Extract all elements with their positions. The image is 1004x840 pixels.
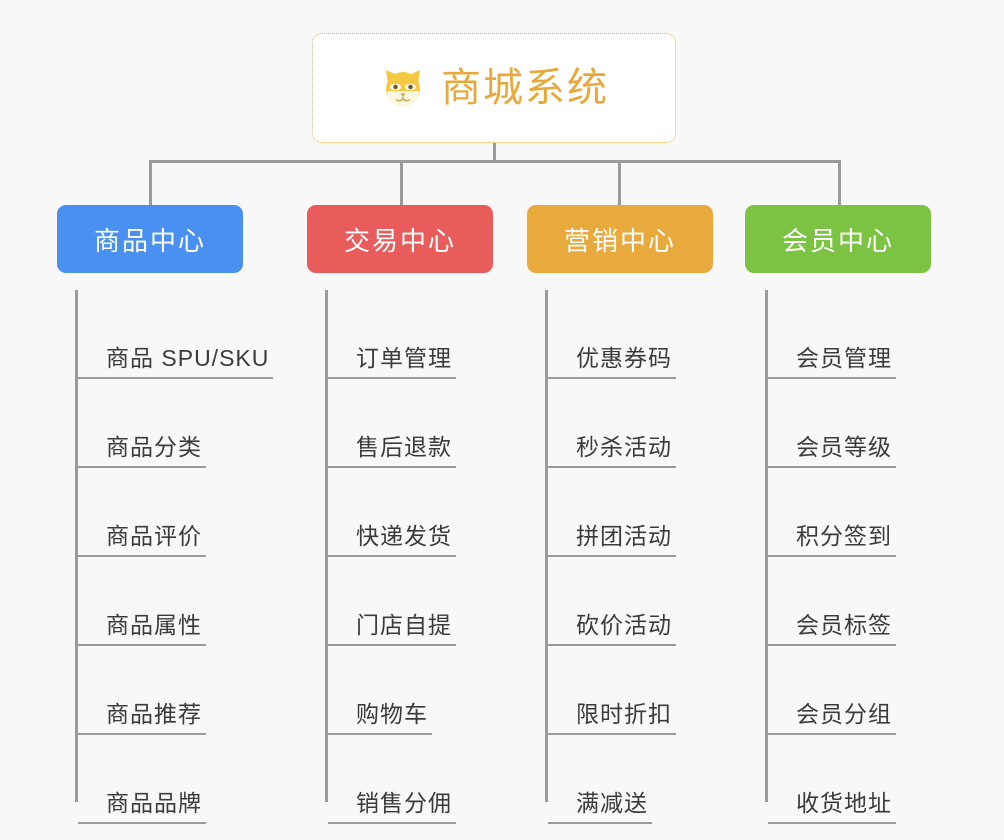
leaf-label: 购物车 [328, 701, 432, 735]
leaf-label: 会员管理 [768, 345, 896, 379]
branch-box-1[interactable]: 商品中心 [57, 205, 243, 273]
list-item[interactable]: 满减送 [548, 735, 652, 824]
leaf-label: 商品评价 [78, 523, 206, 557]
list-item[interactable]: 积分签到 [768, 468, 896, 557]
leaf-label: 商品属性 [78, 612, 206, 646]
leaf-label: 满减送 [548, 790, 652, 824]
list-item[interactable]: 门店自提 [328, 557, 456, 646]
list-item[interactable]: 商品推荐 [78, 646, 206, 735]
branch-label-1: 商品中心 [93, 225, 206, 256]
shiba-dog-face-icon [379, 64, 427, 112]
branch-label-4: 会员中心 [781, 225, 894, 256]
root-title: 商城系统 [441, 66, 609, 110]
leaf-label: 限时折扣 [548, 701, 676, 735]
list-item[interactable]: 商品 SPU/SKU [78, 290, 274, 379]
leaf-label: 积分签到 [768, 523, 896, 557]
list-item[interactable]: 拼团活动 [548, 468, 676, 557]
list-item[interactable]: 商品分类 [78, 379, 206, 468]
list-item[interactable]: 商品评价 [78, 468, 206, 557]
leaf-trunk-2 [325, 290, 328, 802]
leaf-label: 会员等级 [768, 434, 896, 468]
branch-label-3: 营销中心 [563, 225, 676, 256]
branch-label-2: 交易中心 [343, 225, 456, 256]
list-item[interactable]: 商品属性 [78, 557, 206, 646]
leaf-label: 售后退款 [328, 434, 456, 468]
leaf-label: 商品品牌 [78, 790, 206, 824]
leaf-label: 收货地址 [768, 790, 896, 824]
leaf-trunk-4 [765, 290, 768, 802]
list-item[interactable]: 会员标签 [768, 557, 896, 646]
connector-root-stem [493, 143, 496, 163]
leaf-label: 会员标签 [768, 612, 896, 646]
root-node[interactable]: 商城系统 [312, 33, 676, 143]
list-item[interactable]: 优惠券码 [548, 290, 676, 379]
branch-box-2[interactable]: 交易中心 [307, 205, 493, 273]
list-item[interactable]: 限时折扣 [548, 646, 676, 735]
leaf-label: 砍价活动 [548, 612, 676, 646]
list-item[interactable]: 秒杀活动 [548, 379, 676, 468]
leaf-label: 商品推荐 [78, 701, 206, 735]
leaf-label: 优惠券码 [548, 345, 676, 379]
connector-drop-2 [400, 160, 403, 206]
leaf-trunk-3 [545, 290, 548, 802]
branch-box-4[interactable]: 会员中心 [745, 205, 931, 273]
leaf-label: 快递发货 [328, 523, 456, 557]
list-item[interactable]: 销售分佣 [328, 735, 456, 824]
branch-box-3[interactable]: 营销中心 [527, 205, 713, 273]
list-item[interactable]: 会员等级 [768, 379, 896, 468]
list-item[interactable]: 商品品牌 [78, 735, 206, 824]
leaf-trunk-1 [75, 290, 78, 802]
list-item[interactable]: 会员分组 [768, 646, 896, 735]
connector-drop-1 [149, 160, 152, 206]
connector-horizontal-bus [149, 160, 841, 163]
list-item[interactable]: 购物车 [328, 646, 432, 735]
list-item[interactable]: 快递发货 [328, 468, 456, 557]
leaf-label: 商品 SPU/SKU [78, 345, 274, 379]
leaf-label: 拼团活动 [548, 523, 676, 557]
leaf-label: 商品分类 [78, 434, 206, 468]
leaf-label: 销售分佣 [328, 790, 456, 824]
list-item[interactable]: 砍价活动 [548, 557, 676, 646]
leaf-label: 秒杀活动 [548, 434, 676, 468]
connector-drop-4 [838, 160, 841, 206]
list-item[interactable]: 会员管理 [768, 290, 896, 379]
leaf-label: 订单管理 [328, 345, 456, 379]
leaf-label: 会员分组 [768, 701, 896, 735]
leaf-label: 门店自提 [328, 612, 456, 646]
list-item[interactable]: 订单管理 [328, 290, 456, 379]
list-item[interactable]: 收货地址 [768, 735, 896, 824]
list-item[interactable]: 售后退款 [328, 379, 456, 468]
connector-drop-3 [618, 160, 621, 206]
